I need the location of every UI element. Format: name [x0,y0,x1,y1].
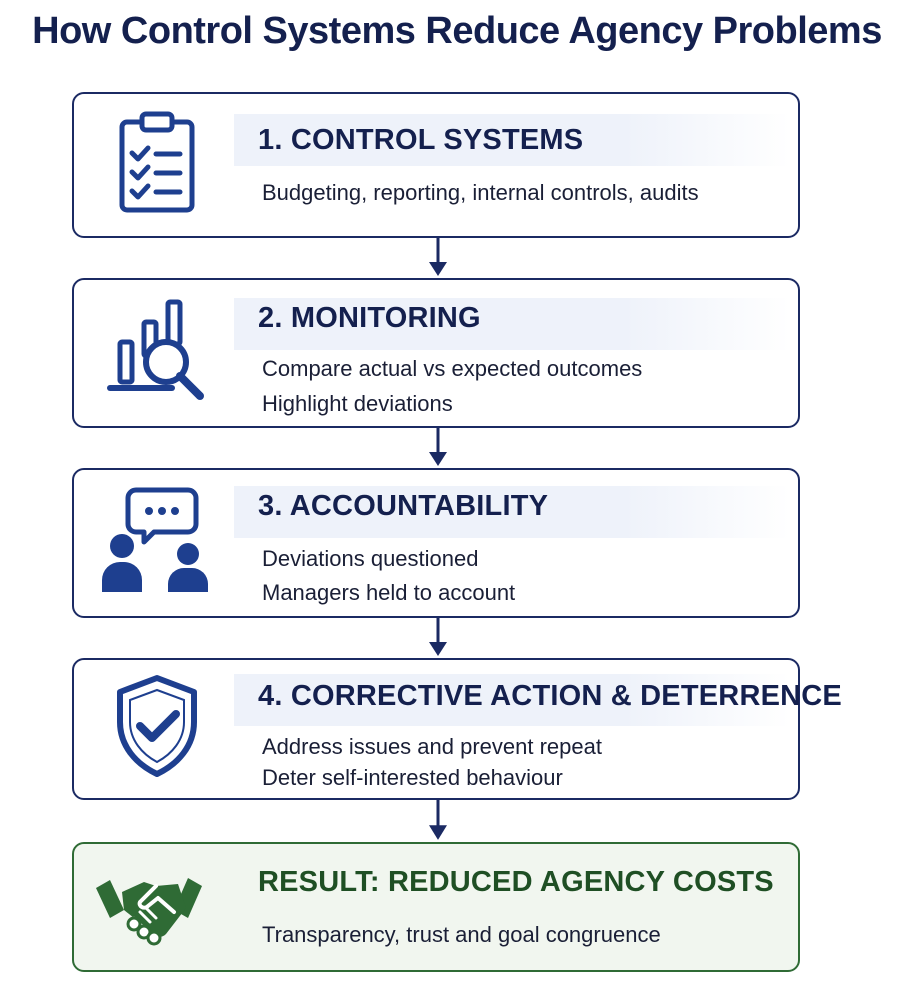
diagram-title: How Control Systems Reduce Agency Proble… [32,10,882,52]
step-description: Compare actual vs expected outcomes [262,356,643,381]
step-heading: 2. MONITORING [258,302,481,334]
step-heading: 3. ACCOUNTABILITY [258,490,549,522]
flow-arrow [427,428,449,468]
people-speech-icon [102,484,212,594]
step-heading: 4. CORRECTIVE ACTION & DETERRENCE [258,680,842,712]
step-accountability: 3. ACCOUNTABILITY Deviations questioned … [72,468,800,618]
step-description: Managers held to account [262,580,516,605]
chart-magnifier-icon [102,294,212,404]
step-control-systems: 1. CONTROL SYSTEMS Budgeting, reporting,… [72,92,800,238]
handshake-icon [94,852,204,962]
result-box: RESULT: REDUCED AGENCY COSTS Transparenc… [72,842,800,972]
result-description: Transparency, trust and goal congruence [262,922,661,947]
flow-arrow [427,618,449,658]
clipboard-checklist-icon [102,108,212,218]
step-monitoring: 2. MONITORING Compare actual vs expected… [72,278,800,428]
step-description: Budgeting, reporting, internal controls,… [262,180,699,205]
flow-arrow [427,238,449,278]
shield-check-icon [102,670,212,780]
step-heading: 1. CONTROL SYSTEMS [258,124,584,156]
step-description: Deter self-interested behaviour [262,765,563,790]
step-description: Deviations questioned [262,546,479,571]
step-description: Highlight deviations [262,391,453,416]
step-corrective-action: 4. CORRECTIVE ACTION & DETERRENCE Addres… [72,658,842,800]
result-heading: RESULT: REDUCED AGENCY COSTS [258,866,774,898]
step-description: Address issues and prevent repeat [262,734,602,759]
flow-arrow [427,800,449,842]
